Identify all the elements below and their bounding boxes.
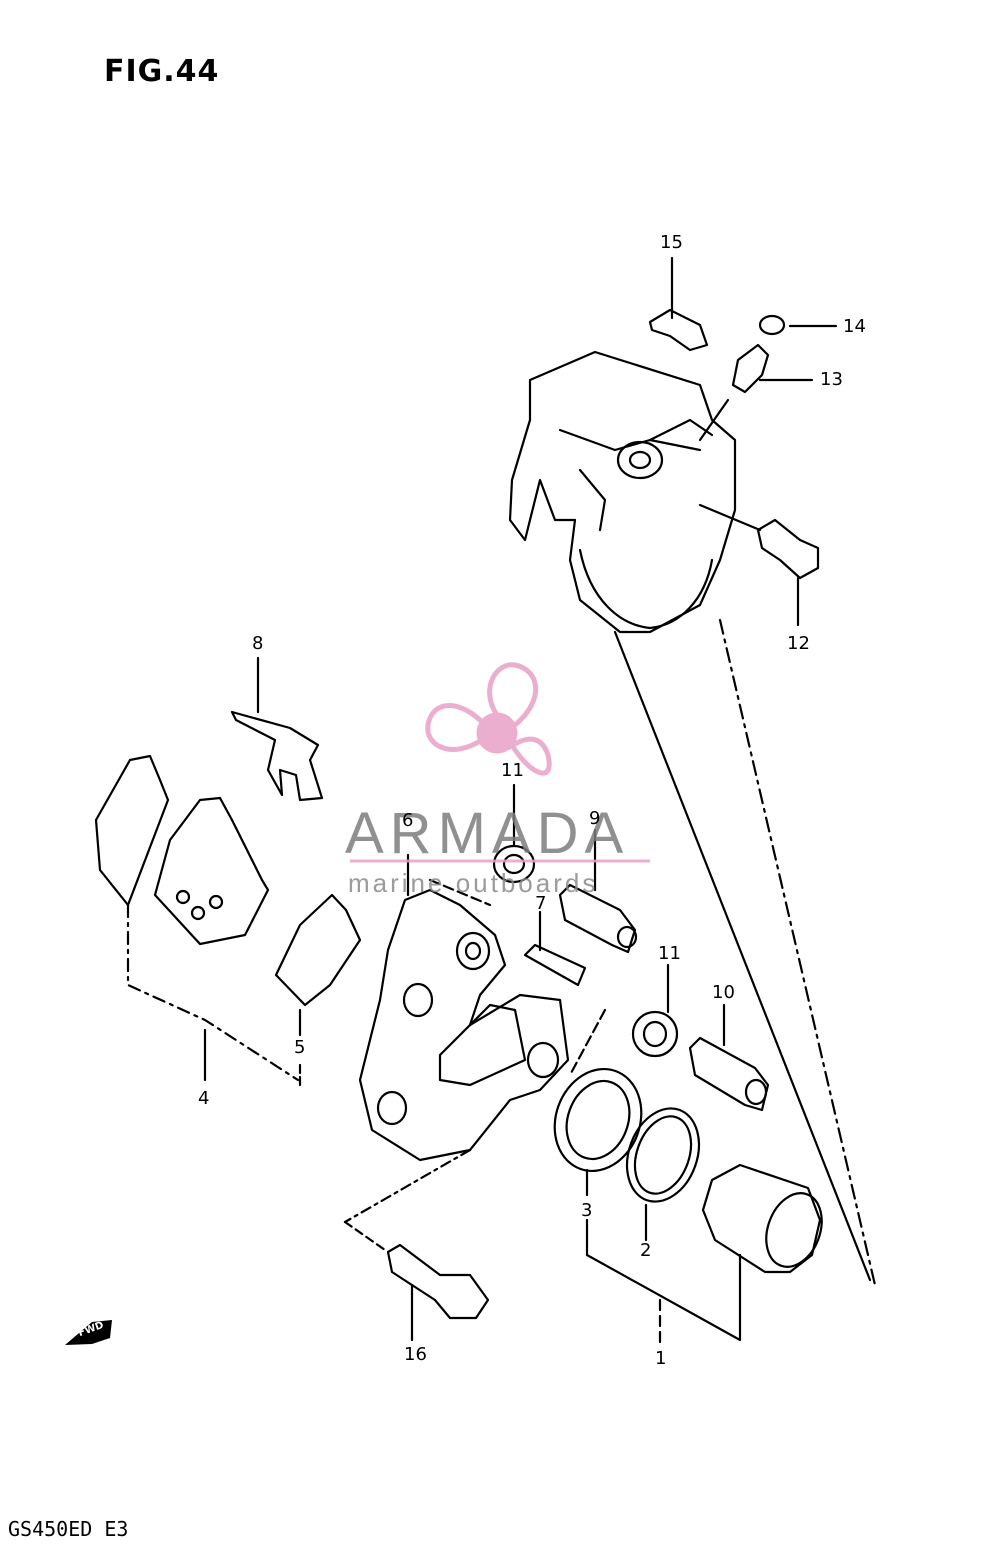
callout-7: 7 (535, 893, 547, 914)
callout-15: 15 (660, 232, 683, 253)
part-7-pin (523, 910, 587, 987)
part-piston (701, 1163, 823, 1274)
callout-3: 3 (581, 1200, 593, 1221)
callout-16: 16 (404, 1344, 427, 1365)
callout-12: 12 (787, 633, 810, 654)
propeller-logo-icon (425, 662, 552, 776)
callout-1: 1 (655, 1348, 667, 1369)
callout-11-lower: 11 (658, 943, 681, 964)
callout-4: 4 (198, 1088, 210, 1109)
part-2-seal (625, 1107, 701, 1242)
callout-8: 8 (252, 633, 264, 654)
watermark-name: ARMADA (345, 801, 630, 866)
model-code: GS450ED E3 (8, 1517, 129, 1541)
caliper-upper-part (508, 350, 737, 634)
callout-5: 5 (294, 1037, 306, 1058)
part-6-bracket (343, 853, 570, 1224)
callout-2: 2 (640, 1240, 652, 1261)
part-3-seal (553, 1067, 643, 1197)
part-5-shim (274, 893, 362, 1087)
fwd-arrow-icon (65, 1320, 112, 1345)
callout-14: 14 (843, 316, 866, 337)
callout-11-upper: 11 (501, 760, 524, 781)
part-14-cap (758, 314, 838, 336)
part-8-spring (230, 656, 324, 802)
part-15-clip (648, 256, 709, 352)
callout-9: 9 (589, 808, 601, 829)
callout-6: 6 (402, 810, 414, 831)
part-13-bleeder (698, 343, 814, 442)
part-10-pin (688, 1003, 770, 1112)
callout-13: 13 (820, 369, 843, 390)
part-4-pads (94, 754, 300, 1082)
part-11-bush-lower (568, 963, 679, 1077)
group-1-bracket (585, 1218, 742, 1347)
part-16-bolt (343, 1220, 490, 1342)
callout-10: 10 (712, 982, 735, 1003)
figure-title: FIG.44 (104, 54, 220, 89)
part-11-bush-upper (492, 783, 536, 884)
watermark-subtitle: marine outboards (348, 868, 599, 898)
part-12-bolt (698, 503, 820, 627)
